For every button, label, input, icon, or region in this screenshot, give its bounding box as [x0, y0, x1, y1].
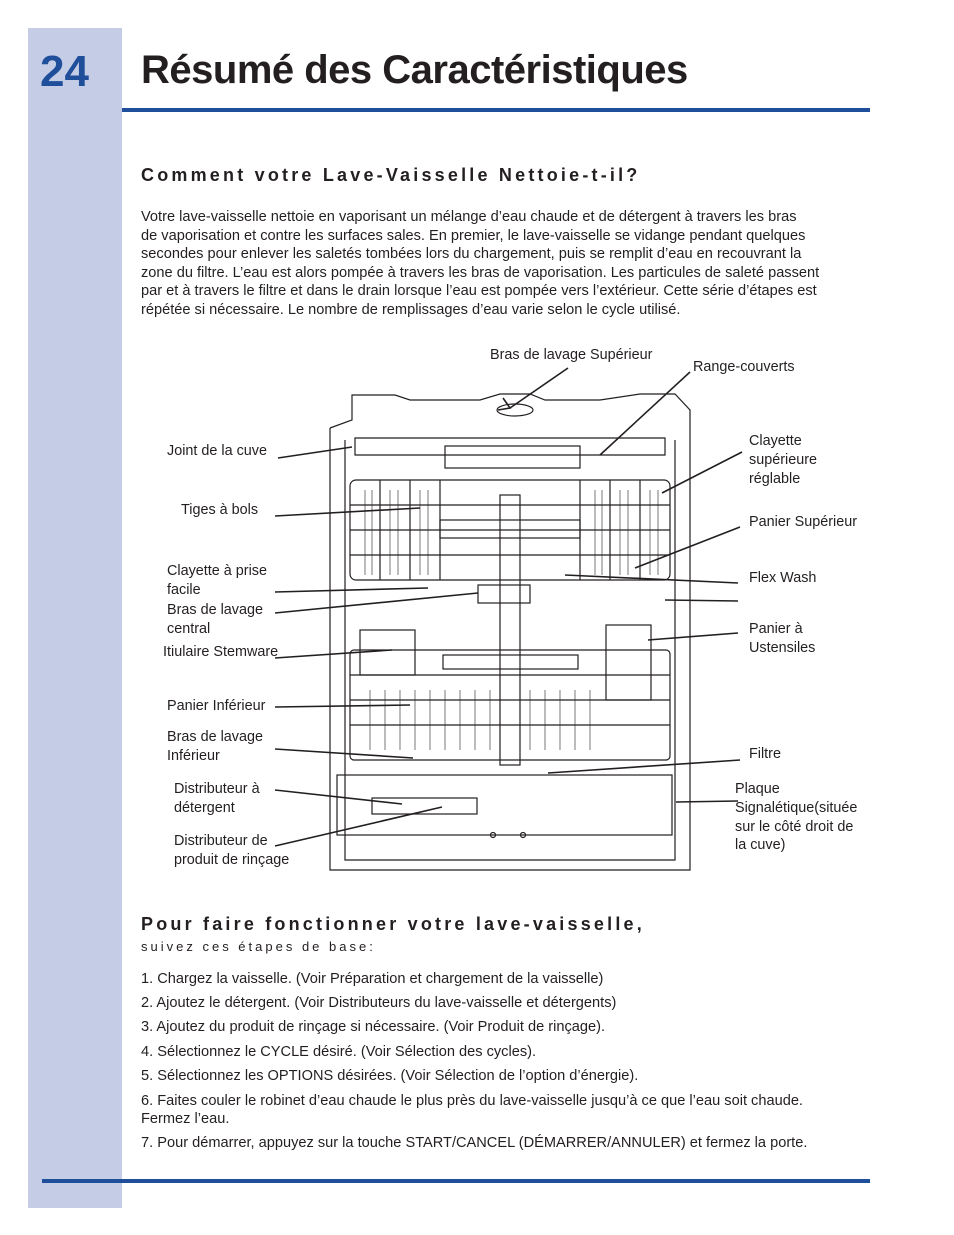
- label-line: facile: [167, 581, 201, 598]
- label-tub-gasket: Joint de la cuve: [167, 443, 267, 459]
- tub-top: [329, 393, 691, 429]
- para-line: Votre lave-vaisselle nettoie en vaporisa…: [141, 209, 797, 225]
- para-line: répétée si nécessaire. Le nombre de remp…: [141, 301, 681, 318]
- door-panel: [336, 774, 673, 836]
- label-filter: Filtre: [749, 746, 781, 762]
- sidebar-band: [28, 28, 122, 1208]
- label-upper-spray-arm: Bras de lavage Supérieur: [490, 347, 653, 363]
- label-line: Plaque: [735, 781, 780, 797]
- label-line: la cuve): [735, 837, 786, 854]
- section1-heading: Comment votre Lave-Vaisselle Nettoie-t-i…: [141, 165, 641, 185]
- label-easy-grip-shelf: Clayette à prise facile: [167, 562, 267, 600]
- page-title: Résumé des Caractéristiques: [141, 48, 688, 92]
- label-detergent-dispenser: Distributeur à détergent: [174, 780, 260, 818]
- list-item: 6. Faites couler le robinet d’eau chaude…: [141, 1093, 803, 1109]
- label-cutlery-tray: Range-couverts: [693, 359, 795, 375]
- lower-rack-label: [442, 654, 579, 670]
- para-line: par et à travers le filtre et dans le dr…: [141, 283, 817, 300]
- list-item: 2. Ajoutez le détergent. (Voir Distribut…: [141, 995, 617, 1011]
- list-item: 5. Sélectionnez les OPTIONS désirées. (V…: [141, 1068, 639, 1084]
- label-upper-rack: Panier Supérieur: [749, 514, 857, 530]
- footer-rule: [42, 1179, 870, 1183]
- center-spray-arm: [477, 584, 531, 604]
- list-item: 4. Sélectionnez le CYCLE désiré. (Voir S…: [141, 1044, 537, 1060]
- label-line: produit de rinçage: [174, 851, 290, 868]
- label-line: Ustensiles: [749, 639, 816, 656]
- label-rating-plate: Plaque Signalétique(située sur le côté d…: [735, 780, 857, 855]
- lower-rack: [349, 649, 671, 761]
- label-line: Bras de lavage: [167, 729, 263, 745]
- list-item: 3. Ajoutez du produit de rinçage si néce…: [141, 1019, 606, 1035]
- label-line: détergent: [174, 799, 235, 816]
- label-adjustable-rack: Clayette supérieure réglable: [749, 432, 817, 488]
- label-line: Clayette à prise: [167, 563, 267, 579]
- label-bowl-tines: Tiges à bols: [181, 502, 259, 518]
- utensil-basket: [605, 624, 652, 701]
- top-arm-housing: [354, 437, 666, 456]
- center-column: [499, 494, 521, 766]
- upper-rack-label: [439, 519, 581, 539]
- header-rule: [122, 108, 870, 112]
- page-number: 24: [40, 47, 89, 96]
- label-line: supérieure: [749, 451, 817, 468]
- label-line: Clayette: [749, 433, 802, 449]
- para-line: zone du filtre. L’eau est alors pompée à…: [141, 264, 820, 281]
- label-line: sur le côté droit de: [735, 818, 854, 835]
- label-line: Signalétique(située: [735, 799, 858, 816]
- section2-heading: Pour faire fonctionner votre lave-vaisse…: [141, 914, 645, 934]
- label-line: Distributeur à: [174, 781, 260, 797]
- label-line: Bras de lavage: [167, 602, 263, 618]
- label-utensil-basket: Panier à Ustensiles: [749, 620, 815, 658]
- label-flex-wash: Flex Wash: [749, 570, 817, 586]
- label-rinse-aid-dispenser: Distributeur de produit de rinçage: [174, 832, 289, 870]
- cutlery-tray: [444, 445, 581, 469]
- list-item: Fermez l’eau.: [141, 1111, 230, 1127]
- label-stemware-holder: Itiulaire Stemware: [163, 644, 279, 660]
- label-line: central: [167, 620, 211, 637]
- detergent-dispenser: [371, 797, 478, 815]
- label-line: Panier à: [749, 621, 803, 637]
- stemware-holder: [359, 629, 416, 676]
- section2-subheading: suivez ces étapes de base:: [141, 939, 376, 954]
- para-line: de vaporisation et contre les surfaces s…: [141, 227, 806, 244]
- label-line: réglable: [749, 470, 801, 487]
- label-lower-rack: Panier Inférieur: [167, 698, 266, 714]
- list-item: 7. Pour démarrer, appuyez sur la touche …: [141, 1135, 808, 1151]
- list-item: 1. Chargez la vaisselle. (Voir Préparati…: [141, 971, 604, 987]
- label-line: Inférieur: [167, 747, 220, 764]
- label-line: Distributeur de: [174, 833, 268, 849]
- label-center-spray-arm: Bras de lavage central: [167, 601, 263, 639]
- tub-outline: [329, 428, 691, 871]
- label-lower-spray-arm: Bras de lavage Inférieur: [167, 728, 263, 766]
- para-line: secondes pour enlever les saletés tombée…: [141, 246, 802, 263]
- section1-paragraph: Votre lave-vaisselle nettoie en vaporisa…: [141, 208, 869, 320]
- tub-inner: [344, 440, 676, 861]
